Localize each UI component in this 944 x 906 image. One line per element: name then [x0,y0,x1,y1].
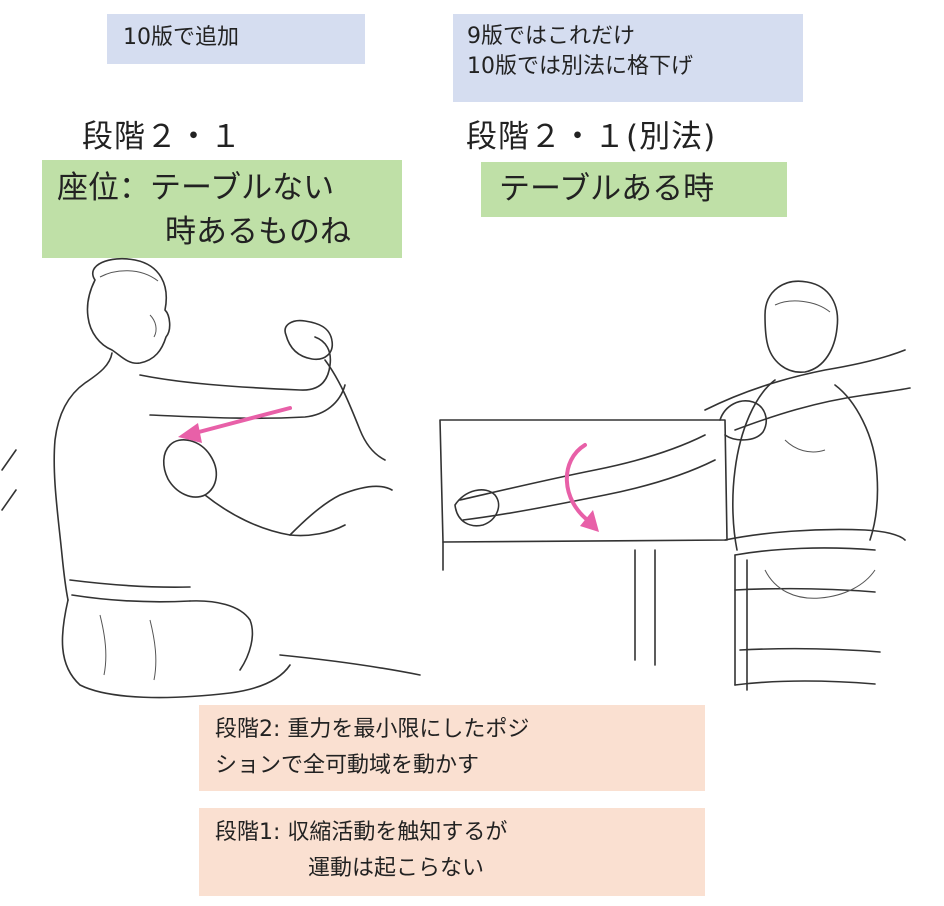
note-only-9th-line2: 10版では別法に格下げ [467,54,693,79]
note-added-10th: 10版で追加 [107,14,365,64]
grade2-definition: 段階2: 重力を最小限にしたポジ ションで全可動域を動かす [199,705,705,791]
left-edge-fragment [0,440,20,520]
grade2-line1: 段階2: 重力を最小限にしたポジ [215,717,530,742]
right-position-text: テーブルある時 [499,171,715,207]
left-position-line2: 時あるものね [165,214,351,250]
note-only-9th-line1: 9版ではこれだけ [467,24,635,49]
left-position-line1: 座位：テーブルない [57,170,335,206]
left-position-label: 座位：テーブルない 時あるものね [42,160,402,258]
note-only-9th: 9版ではこれだけ 10版では別法に格下げ [453,14,803,102]
right-illustration [435,270,935,700]
grade1-definition: 段階1: 収縮活動を触知するが 運動は起こらない [199,808,705,896]
left-heading: 段階２・１ [82,119,242,155]
right-heading: 段階２・１(別法) [466,119,717,155]
grade1-line1: 段階1: 収縮活動を触知するが [215,820,508,845]
note-added-10th-text: 10版で追加 [123,25,239,50]
right-position-label: テーブルある時 [481,162,787,217]
left-illustration [0,255,430,705]
grade1-line2: 運動は起こらない [308,856,485,881]
grade2-line2: ションで全可動域を動かす [215,753,480,778]
